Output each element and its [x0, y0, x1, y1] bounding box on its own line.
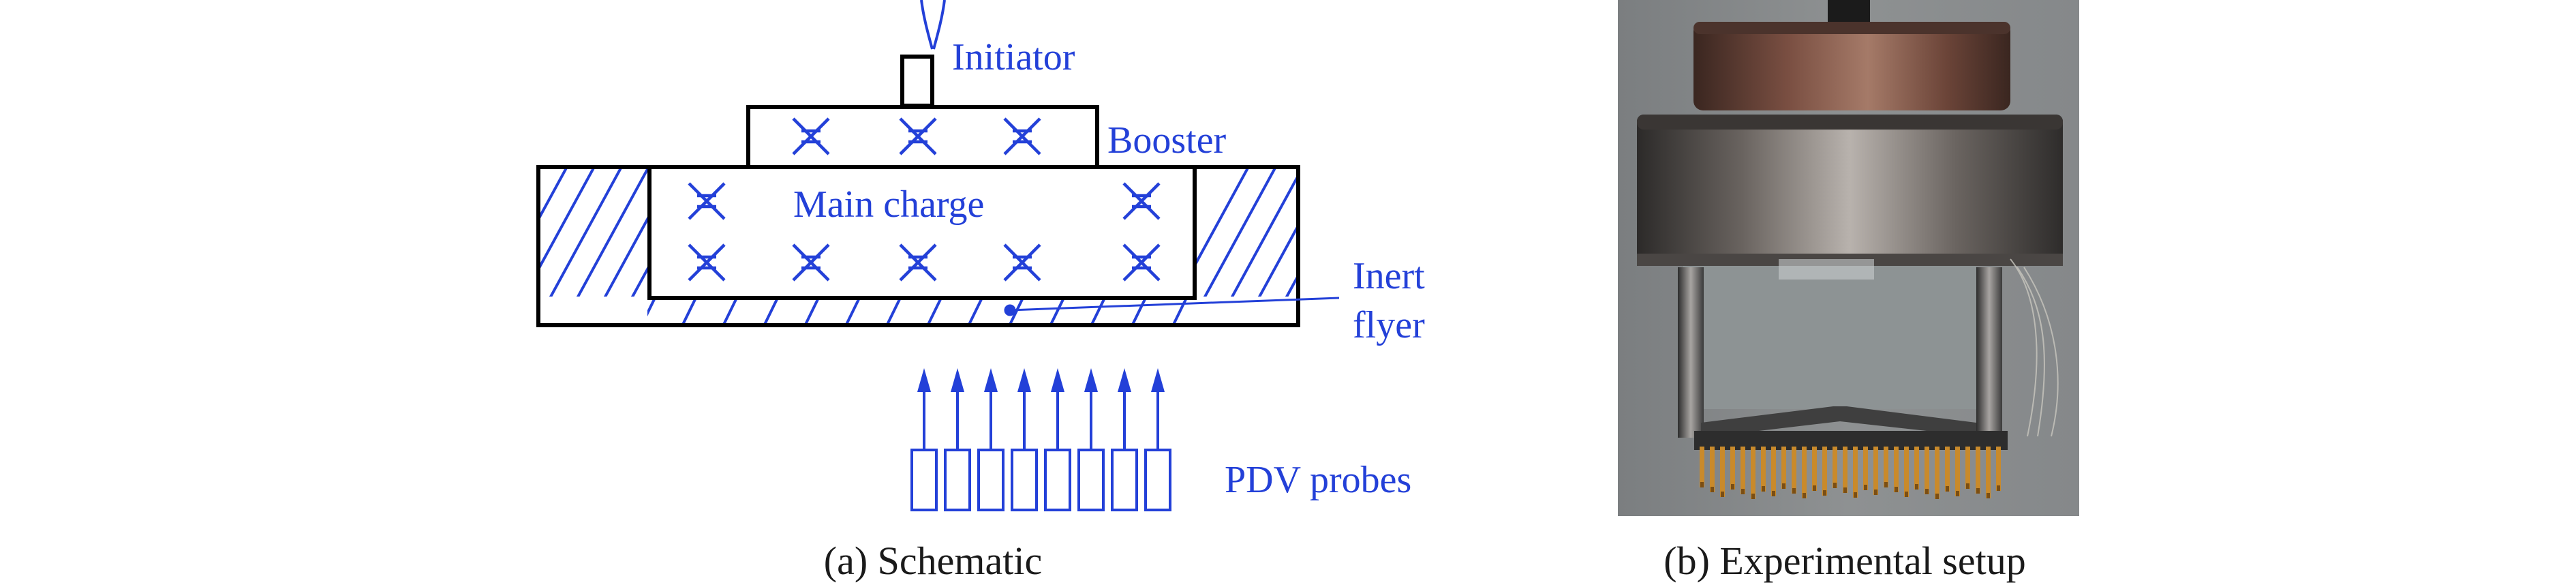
pdv-probe	[1144, 368, 1171, 511]
main-charge-label: Main charge	[793, 183, 984, 226]
explosive-symbol	[899, 117, 937, 155]
pdv-probe	[1077, 368, 1105, 511]
initiator-wires	[920, 0, 946, 50]
pdv-probes	[910, 368, 1171, 511]
initiator-body	[900, 55, 934, 108]
photo-caption: (b) Experimental setup	[1663, 539, 2026, 583]
explosive-symbol	[899, 243, 937, 282]
main-charge-block	[647, 165, 1197, 300]
explosive-symbol	[688, 182, 726, 220]
inert-flyer-hatch	[647, 298, 1189, 325]
schematic-caption: (a) Schematic	[824, 539, 1042, 583]
explosive-symbol	[1122, 243, 1161, 282]
inert-flyer-label-line1: Inert	[1353, 255, 1425, 297]
casing-outline-border	[536, 165, 1300, 327]
schematic: Initiator Booster Main charge Inert flye…	[536, 0, 1425, 583]
booster-label: Booster	[1107, 119, 1227, 162]
pdv-probes-label: PDV probes	[1225, 459, 1411, 501]
explosive-marks	[688, 117, 1161, 282]
pdv-probe	[1111, 368, 1138, 511]
probe-array	[1700, 447, 2001, 499]
explosive-symbol	[792, 117, 830, 155]
experimental-setup-photo: (b) Experimental setup	[1618, 0, 2079, 583]
explosive-symbol	[1003, 117, 1041, 155]
pdv-probe	[1044, 368, 1071, 511]
casing-left-wall-hatch	[538, 167, 647, 297]
booster-block	[746, 105, 1099, 169]
initiator-label: Initiator	[952, 36, 1075, 78]
explosive-symbol	[688, 243, 726, 282]
inert-flyer-leader	[1004, 297, 1340, 316]
pdv-probe	[944, 368, 971, 511]
explosive-symbol	[792, 243, 830, 282]
explosive-symbol	[1003, 243, 1041, 282]
casing-right-wall-hatch	[1196, 167, 1298, 297]
pdv-probe	[910, 368, 938, 511]
pdv-probe	[977, 368, 1005, 511]
inert-flyer-label-line2: flyer	[1353, 304, 1425, 346]
explosive-symbol	[1122, 182, 1161, 220]
pdv-probe	[1011, 368, 1038, 511]
